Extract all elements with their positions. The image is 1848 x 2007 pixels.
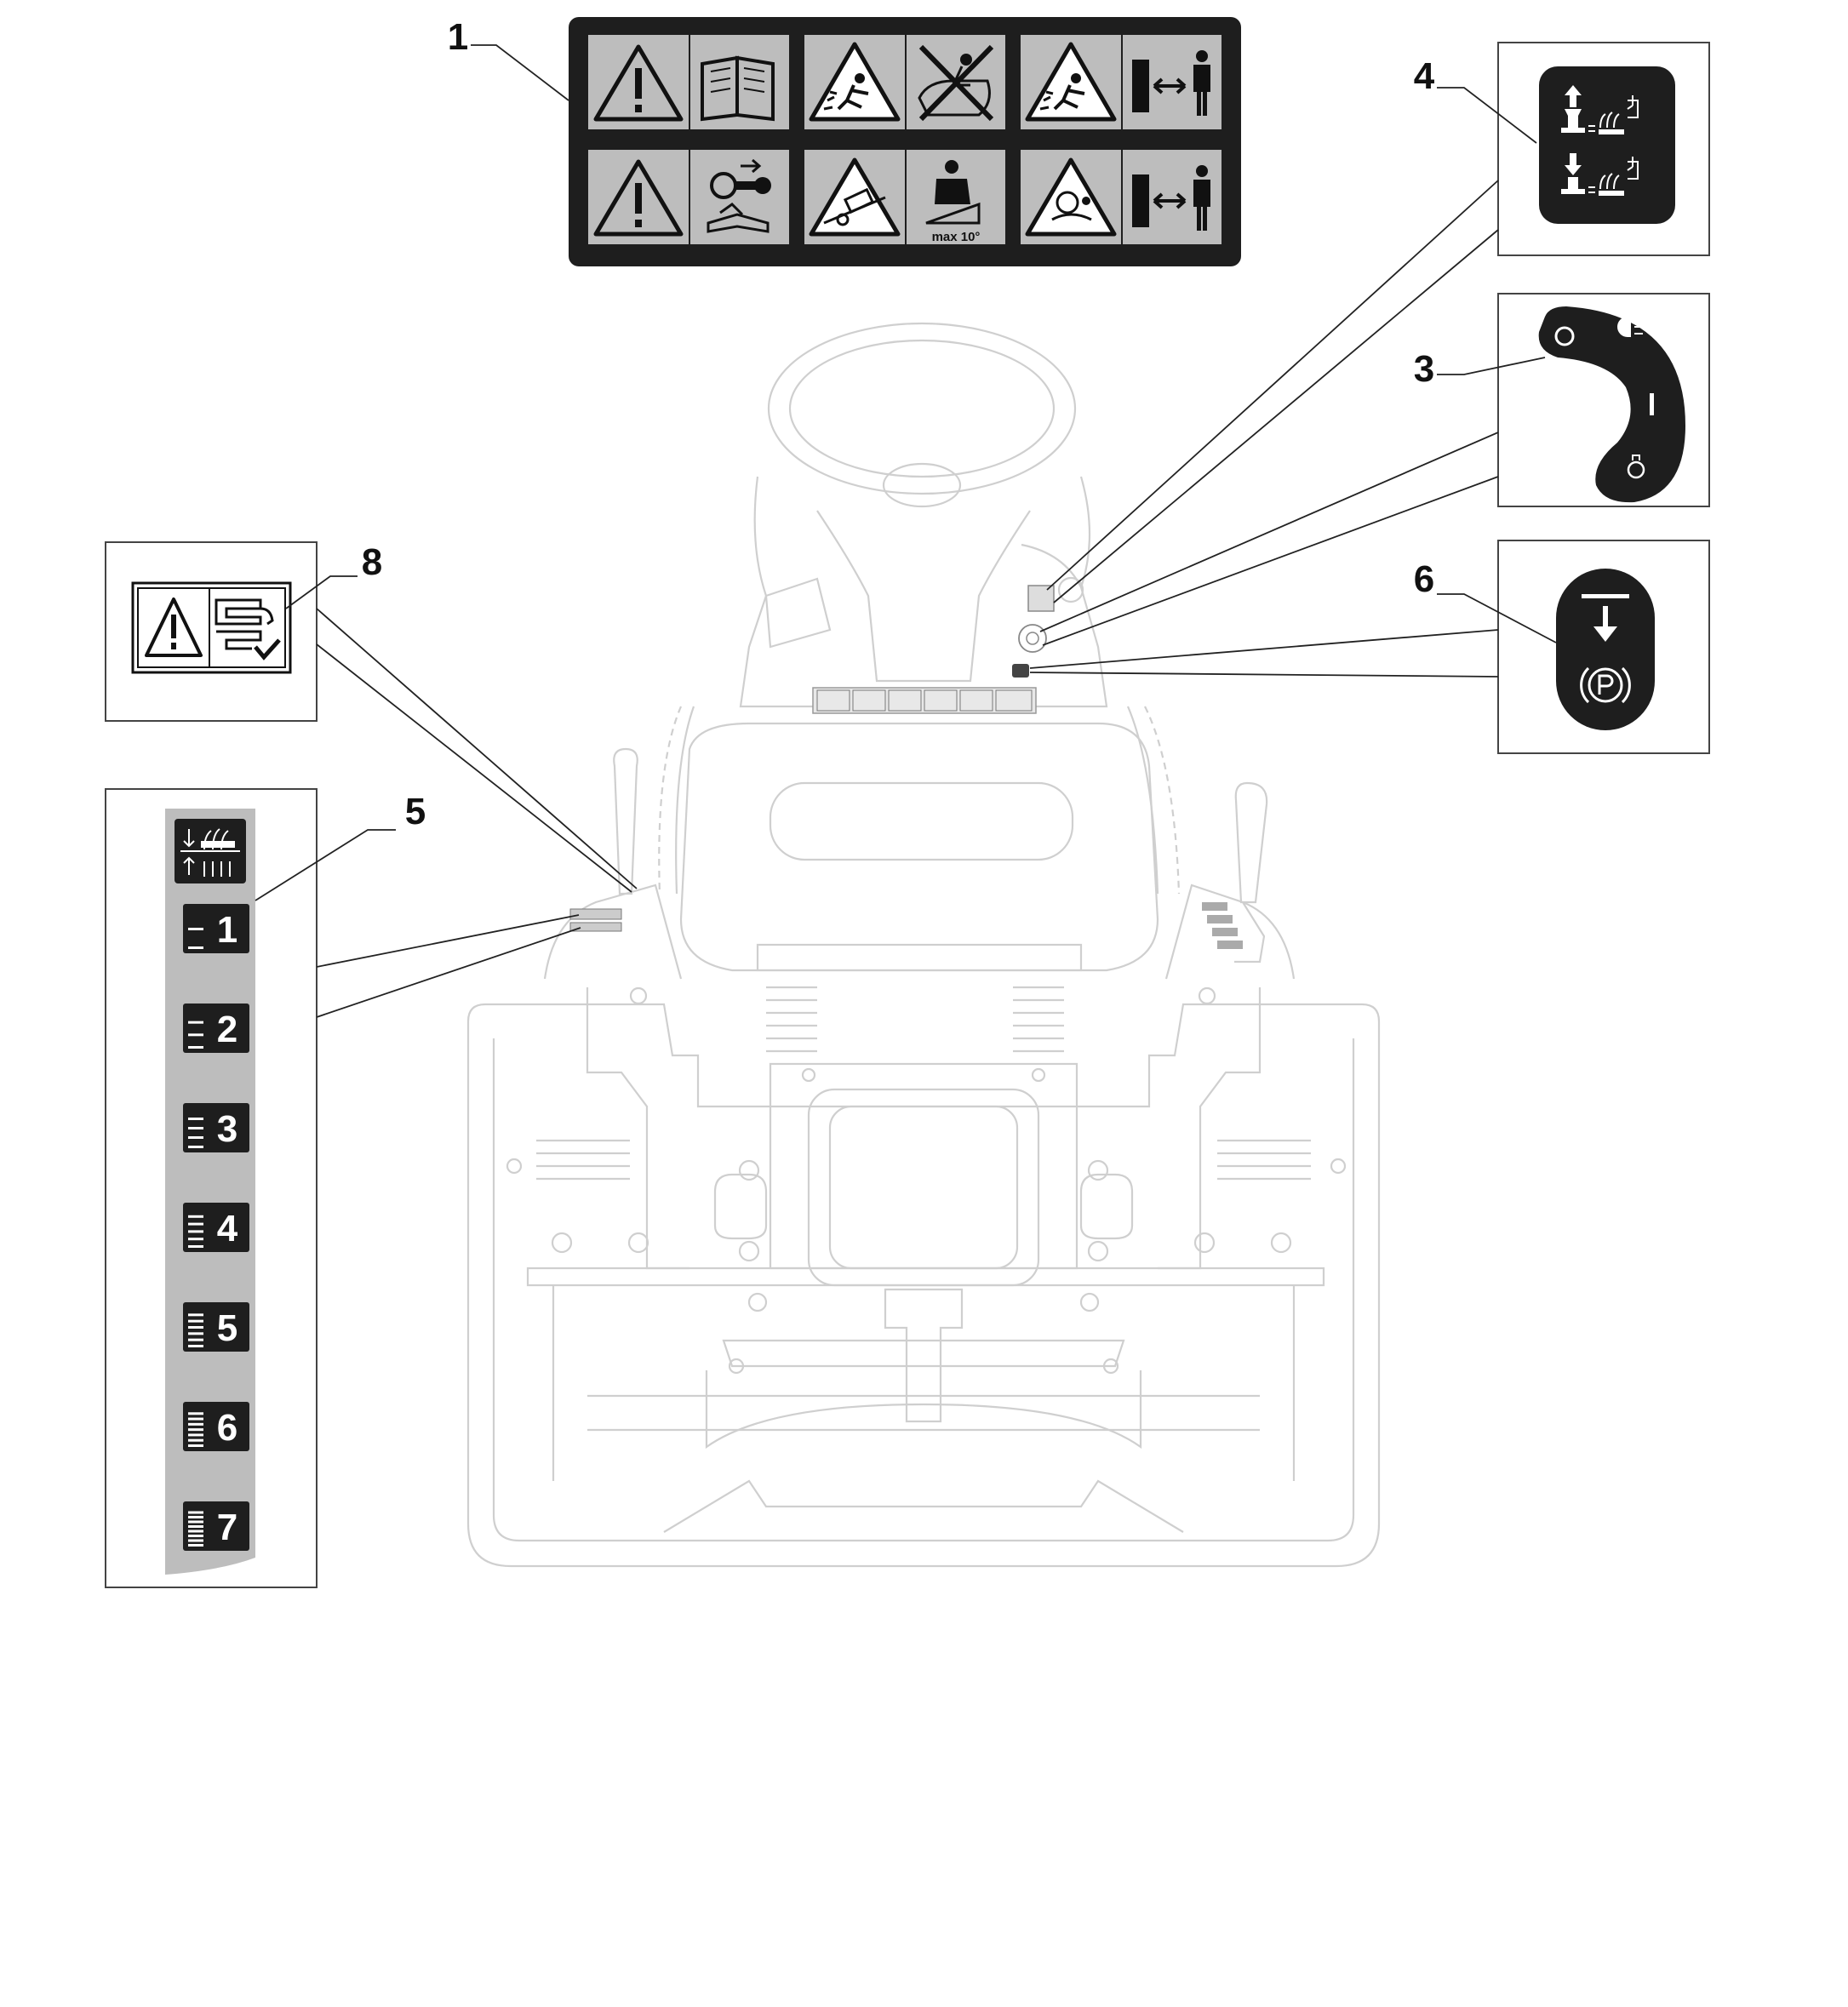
height-number: 3: [217, 1108, 237, 1150]
height-label-3: 3: [183, 1103, 249, 1152]
height-number: 7: [217, 1507, 237, 1548]
deck-raise-icon: [1561, 85, 1639, 134]
seat-springs: [756, 943, 1083, 1053]
lights-icon: [1617, 317, 1643, 337]
start-icon: [1627, 455, 1645, 479]
ejected-objects-icon: [1025, 42, 1117, 122]
parking-brake-icon: [1580, 666, 1631, 704]
height-number: 6: [217, 1407, 237, 1449]
callout-4: 4: [1414, 55, 1435, 97]
slope-limit-icon: max 10°: [925, 160, 981, 244]
height-number: 2: [217, 1009, 237, 1050]
mower-outline: [466, 322, 1381, 1568]
decal-8-box: [105, 541, 318, 722]
height-label-6: 6: [183, 1402, 249, 1451]
ejected-objects-icon: [809, 42, 901, 122]
vents: [536, 1139, 1311, 1181]
remove-key-icon: [707, 158, 771, 233]
callout-numbers: 1 3 4 5 6 8: [362, 16, 1435, 832]
rollover-icon: [809, 157, 901, 237]
warning-triangle-icon: [593, 44, 684, 122]
warning-triangle-icon: [145, 598, 203, 657]
deck-lower-icon: [1561, 153, 1639, 196]
decal-3-box: [1497, 293, 1710, 507]
keep-distance-icon: [1132, 50, 1210, 116]
height-label-5: 5: [183, 1302, 249, 1352]
off-icon: [1554, 326, 1575, 346]
manual-book-icon: [701, 55, 775, 122]
decal-6-box: [1497, 540, 1710, 754]
height-number: 5: [217, 1307, 237, 1349]
callout-6: 6: [1414, 558, 1434, 600]
keep-distance-icon: [1132, 165, 1210, 231]
no-passengers-icon: [918, 44, 994, 122]
dash-decal-miniature: [816, 689, 1033, 712]
height-number: 4: [217, 1208, 238, 1249]
height-label-2: 2: [183, 1004, 249, 1053]
decal-4-box: [1497, 42, 1710, 256]
decal-5-box: 1 2 3 4 5 6 7: [105, 788, 318, 1588]
bolts: [506, 986, 1347, 1312]
callout-5: 5: [405, 791, 426, 832]
hand-crush-icon: [215, 598, 281, 660]
callout-3: 3: [1414, 348, 1434, 390]
warning-triangle-icon: [593, 159, 684, 237]
gear-scale-miniature: [1202, 902, 1243, 949]
collision-icon: [1025, 157, 1117, 237]
callout-1: 1: [448, 16, 468, 58]
height-label-1: 1: [183, 904, 249, 953]
slope-text: max 10°: [932, 230, 981, 244]
callout-8: 8: [362, 541, 382, 583]
height-label-4: 4: [183, 1203, 249, 1252]
on-icon: [1650, 393, 1654, 415]
height-number: 1: [217, 909, 237, 951]
decal-1-warning-panel: max 10°: [569, 17, 1241, 266]
brake-down-icon: [1582, 594, 1629, 642]
cutting-height-icon: [175, 819, 246, 883]
height-label-7: 7: [183, 1501, 249, 1551]
leader-lines: [255, 44, 1557, 1018]
height-scale-miniature: [569, 908, 622, 932]
height-list: 1 2 3 4 5 6 7: [183, 904, 249, 1551]
